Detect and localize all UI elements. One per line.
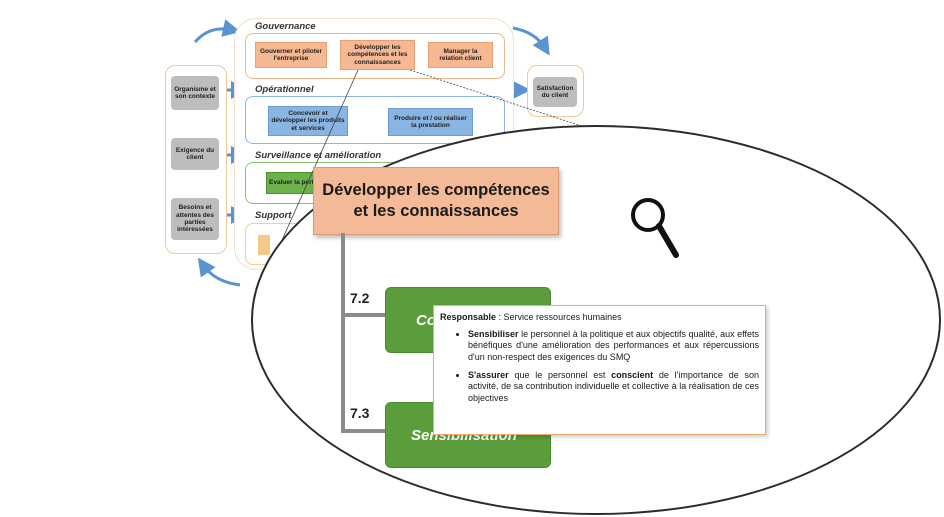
responsable-value: Service ressources humaines xyxy=(503,312,622,322)
responsibility-callout: Responsable : Service ressources humaine… xyxy=(433,305,766,435)
item-number: 7.2 xyxy=(350,290,370,306)
curved-arrow-icon xyxy=(197,257,241,287)
tree-trunk xyxy=(341,233,345,433)
process-produire: Produire et / ou réaliser la prestation xyxy=(388,108,473,136)
input-organisme: Organisme et son contexte xyxy=(171,76,219,110)
section-title-gouvernance: Gouvernance xyxy=(255,21,316,32)
support-process-stub xyxy=(258,235,270,255)
curved-arrow-icon xyxy=(193,19,241,44)
process-gouverner: Gouverner et piloter l'entreprise xyxy=(255,42,327,68)
responsable-separator: : xyxy=(496,312,504,322)
bullet-text: de l'importance de son activité, de sa c… xyxy=(468,369,759,404)
curved-arrow-icon xyxy=(512,26,550,56)
item-number: 7.3 xyxy=(350,405,370,421)
tree-branch xyxy=(341,429,385,433)
responsibility-item: Sensibiliser le personnel à la politique… xyxy=(468,329,759,364)
bullet-text: le personnel à la politique et aux objec… xyxy=(468,328,759,363)
process-manager-relation: Manager la relation client xyxy=(428,42,493,68)
bullet-keyword: Sensibiliser xyxy=(468,328,519,339)
bullet-text: que le personnel est xyxy=(508,369,612,380)
section-title-operationnel: Opérationnel xyxy=(255,84,314,95)
responsibility-list: Sensibiliser le personnel à la politique… xyxy=(440,329,759,405)
output-satisfaction: Satisfaction du client xyxy=(533,77,577,107)
input-exigence-client: Exigence du client xyxy=(171,138,219,170)
responsable-label: Responsable xyxy=(440,312,497,322)
input-besoins-attentes: Besoins et attentes des parties intéress… xyxy=(171,198,219,240)
bullet-keyword: S'assurer xyxy=(468,369,509,380)
zoom-title: Développer les compétences et les connai… xyxy=(313,167,559,235)
responsable-line: Responsable : Service ressources humaine… xyxy=(440,312,759,324)
tree-branch xyxy=(341,313,385,317)
process-developper-competences: Développer les compétences et les connai… xyxy=(340,40,415,70)
magnifier-icon xyxy=(631,198,679,258)
process-concevoir: Concevoir et développer les produits et … xyxy=(268,106,348,136)
section-title-support: Support xyxy=(255,210,292,221)
bullet-keyword: conscient xyxy=(611,369,654,380)
responsibility-item: S'assurer que le personnel est conscient… xyxy=(468,370,759,405)
section-title-surveillance: Surveillance et amélioration xyxy=(255,150,382,161)
